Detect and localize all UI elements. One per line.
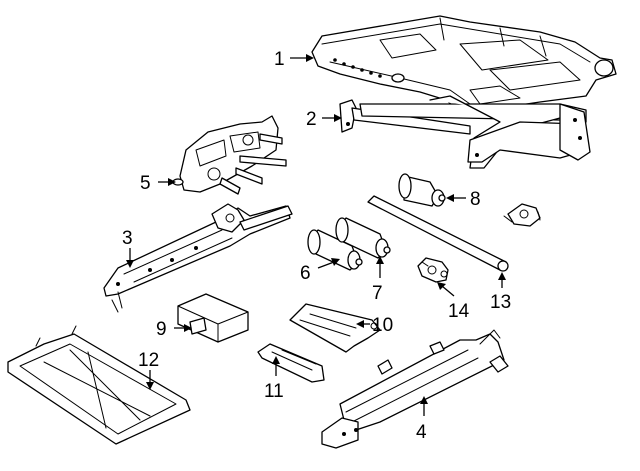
callout-2: 2 [306,109,317,130]
callout-3: 3 [122,228,133,249]
callout-10: 10 [372,315,393,336]
leader-lines [126,54,506,416]
callout-labels: 1 2 3 4 5 6 7 8 9 10 11 12 13 14 [122,49,511,443]
part-13-drive-tube [367,195,509,272]
callout-4: 4 [416,422,427,443]
callout-5: 5 [140,173,151,194]
part-6-motor [307,229,363,271]
part-7-motor [335,217,391,259]
callout-12: 12 [138,350,159,371]
callout-6: 6 [300,263,311,284]
part-8-motor [398,173,446,207]
part-12-floor-plate [7,325,191,445]
part-9-control-module [177,293,249,343]
callout-9: 9 [156,319,167,340]
part-1-seat-frame [311,15,617,113]
part-14-actuator [417,257,449,283]
leader-6 [317,261,335,269]
callout-1: 1 [274,49,285,70]
part-bracket-unlabeled [503,203,541,227]
callout-8: 8 [470,189,481,210]
part-3-left-track [103,203,293,313]
callout-13: 13 [490,292,511,313]
callout-11: 11 [264,381,284,402]
callout-14: 14 [448,301,470,322]
part-10-panel [289,303,381,353]
leader-14 [441,285,455,297]
part-5-motor-gearbox [172,115,287,195]
part-2-lower-frame [339,95,591,169]
part-11-cover [257,343,325,383]
part-4-right-track [321,329,509,449]
callout-7: 7 [372,283,383,304]
